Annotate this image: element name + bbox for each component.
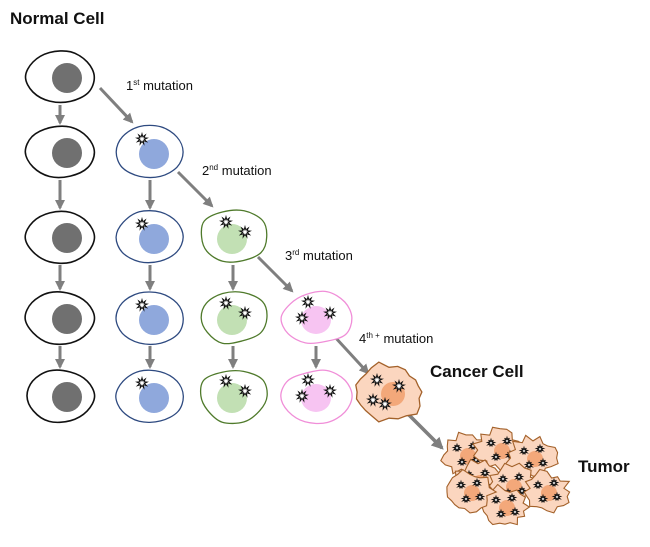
cell-nucleus bbox=[52, 63, 82, 93]
mutation-burst-icon bbox=[295, 310, 309, 325]
cell-nucleus bbox=[217, 224, 247, 254]
tumor-cell bbox=[446, 468, 498, 514]
mutation-1-label: 1st mutation bbox=[126, 78, 193, 93]
stage-1-cell bbox=[115, 369, 184, 423]
normal-cell bbox=[24, 50, 96, 104]
mutation-burst-icon bbox=[495, 508, 507, 518]
mutation-burst-icon bbox=[551, 491, 563, 501]
cell-nucleus bbox=[52, 223, 82, 253]
normal-cell bbox=[24, 210, 96, 265]
cell-nucleus bbox=[52, 304, 82, 334]
mutation-burst-icon bbox=[295, 388, 309, 403]
mutation-burst-icon bbox=[523, 459, 535, 469]
mutation-burst-icon bbox=[516, 485, 528, 495]
mutation-burst-icon bbox=[485, 437, 497, 447]
normal-cell bbox=[24, 125, 96, 179]
cell-nucleus bbox=[52, 382, 82, 412]
mutation-burst-icon bbox=[301, 372, 315, 387]
mutation-burst-icon bbox=[451, 442, 463, 452]
arrows-layer bbox=[54, 86, 444, 450]
cancer-cell bbox=[355, 361, 423, 423]
mutation-burst-icon bbox=[366, 392, 380, 407]
mutation-burst-icon bbox=[238, 224, 252, 239]
mutation-burst-icon bbox=[135, 297, 149, 312]
stage-3-cell bbox=[280, 369, 353, 425]
mutation-4-label: 4th + mutation bbox=[359, 331, 434, 346]
mutation-burst-icon bbox=[490, 451, 502, 461]
stage-3-cell bbox=[280, 290, 353, 345]
mutation-burst-icon bbox=[490, 494, 502, 504]
stage-2-cell bbox=[200, 209, 268, 263]
mutation-3-label: 3rd mutation bbox=[285, 248, 353, 263]
mutation-burst-icon bbox=[301, 294, 315, 309]
cell-nucleus bbox=[139, 383, 169, 413]
stage-2-cell bbox=[199, 370, 268, 425]
stage-1-cell bbox=[115, 124, 184, 179]
mutation-burst-icon bbox=[219, 373, 233, 388]
cell-nucleus bbox=[217, 305, 247, 335]
mutation-burst-icon bbox=[455, 479, 467, 489]
stage-1-cell bbox=[115, 210, 184, 264]
mutation-burst-icon bbox=[219, 214, 233, 229]
mutation-burst-icon bbox=[548, 477, 560, 487]
mutation-burst-icon bbox=[537, 493, 549, 503]
mutation-burst-icon bbox=[537, 457, 549, 467]
mutation-burst-icon bbox=[323, 383, 337, 398]
mutation-burst-icon bbox=[135, 131, 149, 146]
mutation-burst-icon bbox=[323, 305, 337, 320]
mutation-burst-icon bbox=[135, 216, 149, 231]
tumor-title: Tumor bbox=[578, 457, 630, 476]
mutation-burst-icon bbox=[456, 456, 468, 466]
mutation-burst-icon bbox=[479, 467, 491, 477]
mutation-burst-icon bbox=[238, 383, 252, 398]
mutation-burst-icon bbox=[238, 305, 252, 320]
mutation-burst-icon bbox=[501, 435, 513, 445]
cell-nucleus bbox=[139, 305, 169, 335]
normal-cell bbox=[24, 291, 96, 346]
mutation-burst-icon bbox=[471, 477, 483, 487]
mutation-burst-icon bbox=[460, 493, 472, 503]
normal-cell bbox=[26, 369, 96, 424]
mutation-burst-icon bbox=[532, 479, 544, 489]
stage-1-cell bbox=[115, 291, 184, 345]
mutation-4-arrow bbox=[332, 334, 370, 375]
mutation-burst-icon bbox=[518, 445, 530, 455]
mutation-burst-icon bbox=[370, 372, 384, 387]
mutation-burst-icon bbox=[497, 473, 509, 483]
normal-cell-title: Normal Cell bbox=[10, 9, 105, 28]
tumor-cell bbox=[478, 483, 531, 526]
cell-nucleus bbox=[217, 383, 247, 413]
cell-nucleus bbox=[52, 138, 82, 168]
cell-nucleus bbox=[301, 384, 331, 412]
cancer-cell-title: Cancer Cell bbox=[430, 362, 524, 381]
mutation-burst-icon bbox=[135, 375, 149, 390]
mutation-1-arrow bbox=[98, 86, 134, 124]
mutation-burst-icon bbox=[392, 378, 406, 393]
cell-nucleus bbox=[301, 306, 331, 334]
cell-nucleus bbox=[139, 224, 169, 254]
mutation-burst-icon bbox=[509, 506, 521, 516]
tumor-cell bbox=[523, 468, 571, 514]
mutation-burst-icon bbox=[513, 471, 525, 481]
mutation-2-label: 2nd mutation bbox=[202, 163, 272, 178]
mutation-2-arrow bbox=[176, 170, 214, 208]
stage-2-cell bbox=[200, 291, 268, 345]
mutation-burst-icon bbox=[534, 443, 546, 453]
mutation-burst-icon bbox=[378, 396, 392, 411]
mutation-burst-icon bbox=[506, 492, 518, 502]
mutation-burst-icon bbox=[219, 295, 233, 310]
tumor-growth-arrow bbox=[406, 412, 444, 450]
mutation-3-arrow bbox=[256, 255, 294, 293]
cell-nucleus bbox=[139, 139, 169, 169]
mutation-burst-icon bbox=[474, 491, 486, 501]
cells-layer bbox=[24, 50, 571, 526]
